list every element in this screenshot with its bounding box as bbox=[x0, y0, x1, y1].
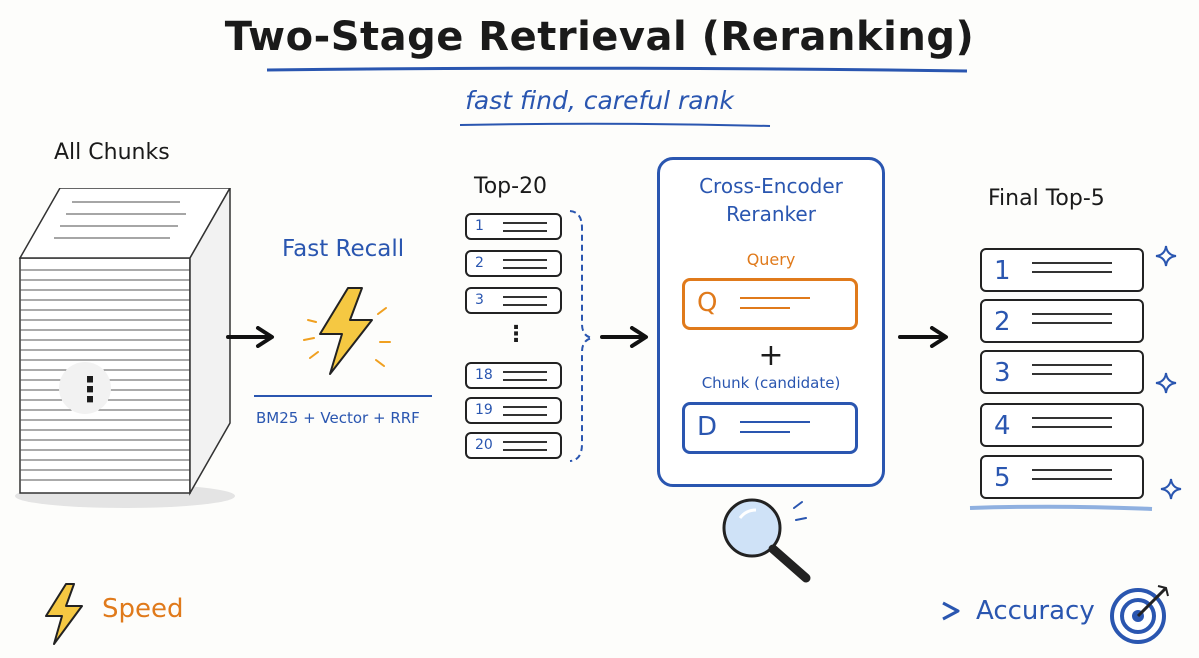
final-row: 1 bbox=[980, 248, 1144, 292]
plus-sign: + bbox=[758, 338, 784, 373]
row-number: 2 bbox=[994, 307, 1011, 337]
arrow-icon bbox=[898, 326, 948, 348]
top20-row: 3 bbox=[465, 287, 562, 314]
row-number: 19 bbox=[475, 402, 493, 418]
final-row: 3 bbox=[980, 350, 1144, 394]
all-chunks-ellipsis: ⋮ bbox=[73, 370, 107, 410]
subtitle-underline bbox=[459, 122, 771, 127]
top20-row: 18 bbox=[465, 362, 562, 389]
all-chunks-label: All Chunks bbox=[54, 140, 170, 165]
final-underline bbox=[969, 504, 1153, 511]
top20-brace bbox=[569, 210, 593, 462]
lightning-icon bbox=[45, 583, 83, 645]
chunk-label: Chunk (candidate) bbox=[701, 374, 841, 392]
final-row: 5 bbox=[980, 455, 1144, 499]
query-label: Query bbox=[746, 250, 796, 269]
top20-row: 20 bbox=[465, 432, 562, 459]
fast-recall-label: Fast Recall bbox=[282, 236, 405, 262]
accuracy-label: Accuracy bbox=[976, 596, 1095, 626]
top20-row: 19 bbox=[465, 397, 562, 424]
top20-ellipsis: ⋮ bbox=[505, 322, 527, 347]
final-row: 4 bbox=[980, 403, 1144, 447]
diagram-title: Two-Stage Retrieval (Reranking) bbox=[224, 14, 975, 60]
query-letter: Q bbox=[697, 288, 718, 318]
recall-method: BM25 + Vector + RRF bbox=[256, 409, 420, 427]
top20-row: 2 bbox=[465, 250, 562, 277]
row-number: 1 bbox=[994, 256, 1011, 286]
final-row: 2 bbox=[980, 299, 1144, 343]
tradeoff-arrow bbox=[197, 601, 960, 621]
query-lines bbox=[740, 297, 810, 309]
row-number: 18 bbox=[475, 367, 493, 383]
row-number: 5 bbox=[994, 463, 1011, 493]
speed-label: Speed bbox=[102, 594, 184, 624]
title-underline bbox=[266, 66, 968, 73]
sparkle-icon bbox=[1155, 245, 1177, 267]
row-number: 3 bbox=[475, 292, 484, 308]
query-box bbox=[682, 278, 858, 330]
row-number: 1 bbox=[475, 218, 484, 234]
target-icon bbox=[1110, 585, 1169, 644]
sparkle-icon bbox=[1155, 372, 1177, 394]
chunk-box bbox=[682, 402, 858, 454]
arrow-icon bbox=[600, 326, 648, 348]
arrow-icon bbox=[226, 326, 274, 348]
final-label: Final Top-5 bbox=[988, 186, 1105, 211]
document-stack-icon bbox=[15, 188, 235, 508]
chunk-lines bbox=[740, 421, 810, 433]
lightning-icon bbox=[303, 287, 391, 375]
row-number: 3 bbox=[994, 358, 1011, 388]
reranker-title-line1: Cross-Encoder bbox=[699, 174, 843, 198]
recall-divider bbox=[254, 395, 432, 397]
reranker-title-line2: Reranker bbox=[726, 202, 816, 226]
top20-label: Top-20 bbox=[474, 174, 548, 199]
row-number: 20 bbox=[475, 437, 493, 453]
chunk-letter: D bbox=[697, 412, 718, 442]
diagram-subtitle: fast find, careful rank bbox=[465, 86, 734, 115]
sparkle-icon bbox=[1160, 478, 1182, 500]
top20-row: 1 bbox=[465, 213, 562, 240]
magnifier-icon bbox=[722, 498, 811, 583]
row-number: 4 bbox=[994, 411, 1011, 441]
row-number: 2 bbox=[475, 255, 484, 271]
